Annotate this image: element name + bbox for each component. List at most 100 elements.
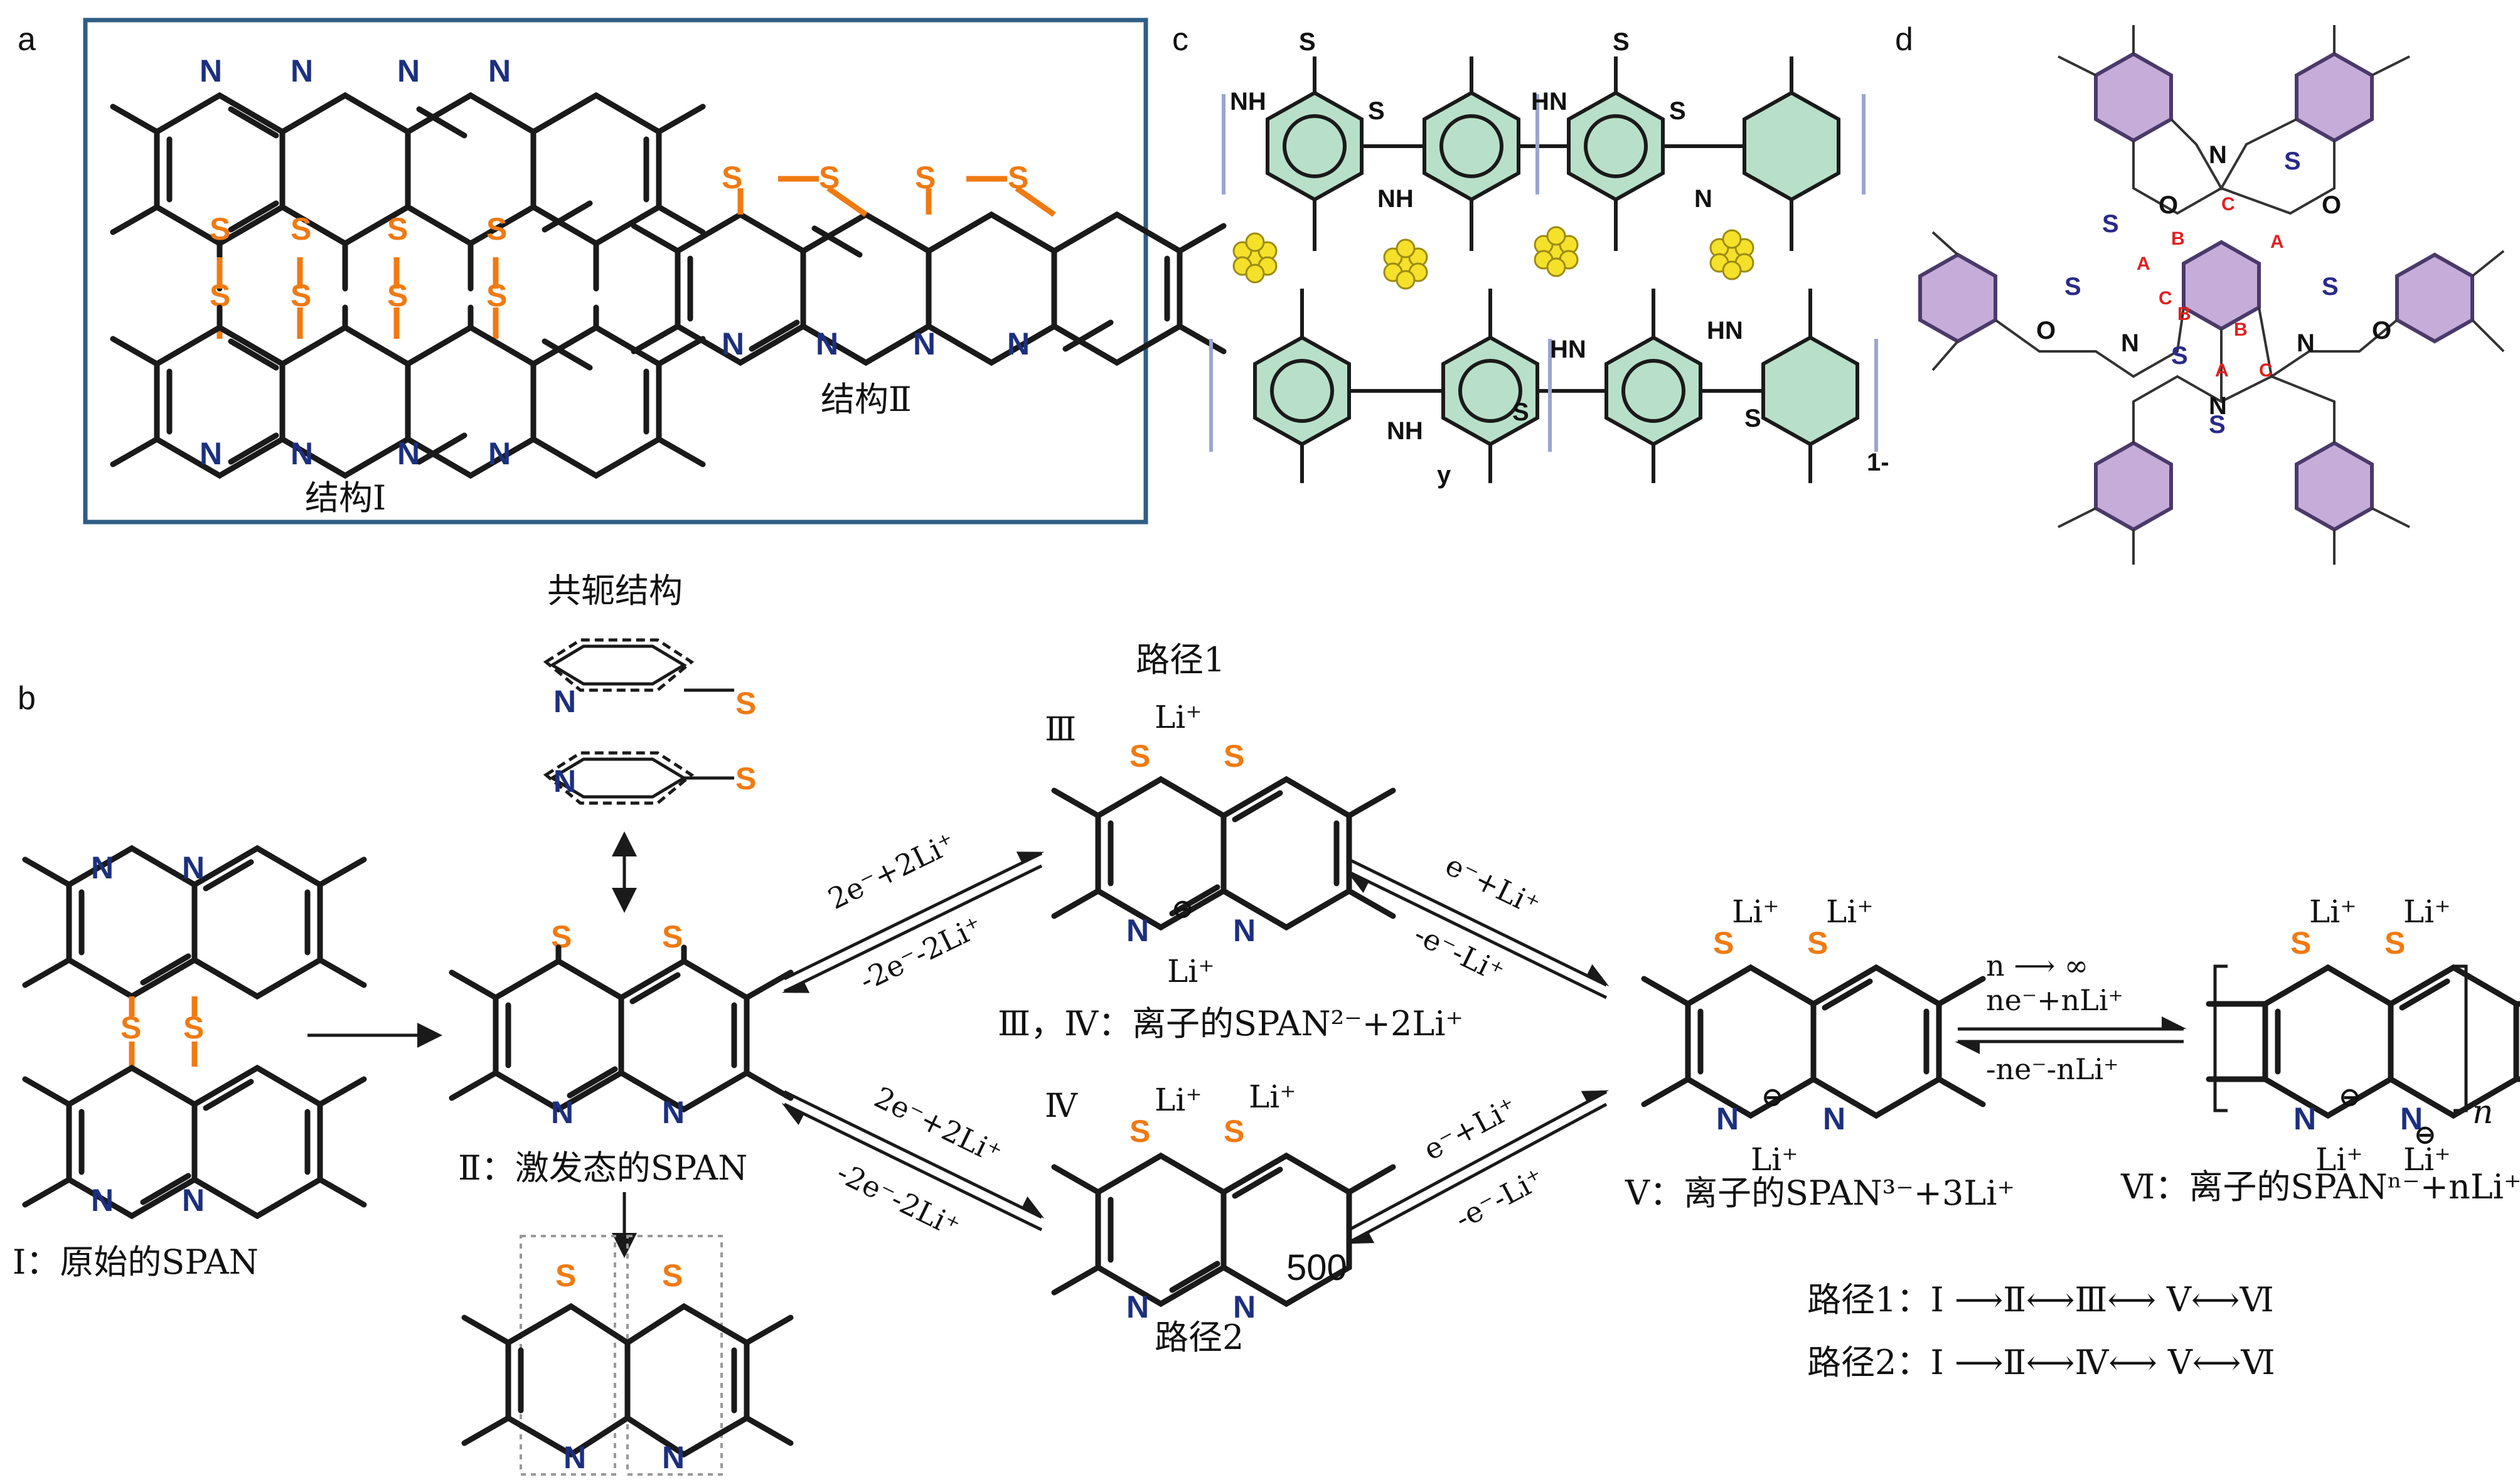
atom-O: O bbox=[2036, 317, 2056, 344]
panel-d: d N O O N N N O O S S S S S S A bbox=[1895, 21, 2505, 565]
ring-label-C: C bbox=[2259, 360, 2273, 381]
atom-S: S bbox=[1129, 738, 1150, 774]
negative-charge: ⊖ bbox=[2415, 1121, 2436, 1149]
atom-S: S bbox=[555, 1258, 576, 1293]
reaction-label: ne⁻+nLi⁺ bbox=[1986, 983, 2123, 1017]
caption-III-IV: Ⅲ，Ⅳ：离子的SPAN²⁻+2Li⁺ bbox=[998, 1004, 1463, 1043]
atom-S: S bbox=[2102, 210, 2119, 238]
li-label: Li⁺ bbox=[1155, 699, 1202, 735]
resonance-form: S S N N bbox=[461, 1235, 794, 1476]
atom-S: S bbox=[1613, 28, 1630, 56]
li-label: Li⁺ bbox=[2403, 1141, 2451, 1178]
conjugated-title: 共轭结构 bbox=[547, 571, 683, 610]
li-label: Li⁺ bbox=[2315, 1141, 2363, 1178]
reaction-label: e⁻+Li⁺ bbox=[1418, 1090, 1522, 1167]
structure-I: N N N N S S S S S S S S N N bbox=[110, 53, 706, 518]
reaction-label: -e⁻-Li⁺ bbox=[1450, 1161, 1550, 1236]
green-ring bbox=[1604, 335, 1702, 447]
atom-NH: NH bbox=[1387, 417, 1423, 445]
atom-N: N bbox=[662, 1440, 685, 1475]
li-label: Li⁺ bbox=[1155, 1082, 1202, 1118]
reaction-label: -ne⁻-nLi⁺ bbox=[1986, 1052, 2118, 1086]
atom-N: N bbox=[200, 53, 222, 88]
stray-number: 500 bbox=[1286, 1247, 1347, 1288]
panel-a: a N N N N S S S S S S S bbox=[18, 18, 1227, 525]
li-label: Li⁺ bbox=[1751, 1141, 1798, 1178]
atom-N: N bbox=[553, 764, 576, 799]
route-1: 路径1：Ⅰ ⟶Ⅱ⟷Ⅲ⟷ Ⅴ⟷Ⅵ bbox=[1807, 1280, 2274, 1319]
atom-N: N bbox=[2121, 329, 2139, 357]
repeat-y: y bbox=[1437, 461, 1451, 489]
atom-N: N bbox=[2400, 1101, 2423, 1136]
panel-b: b N N S S N N Ⅰ：原始的SPAN 共轭结构 bbox=[13, 571, 2520, 1476]
atom-S: S bbox=[2171, 342, 2188, 370]
sulfur-cluster bbox=[1709, 229, 1754, 280]
species-V: Li⁺ Li⁺ S S N N ⊖ Li⁺ Ⅴ：离子的SPAN³⁻+3Li⁺ bbox=[1625, 893, 2015, 1213]
negative-charge: ⊖ bbox=[2339, 1084, 2361, 1111]
atom-N: N bbox=[551, 1095, 574, 1130]
atom-S: S bbox=[1807, 925, 1828, 961]
atom-NH: NH bbox=[1377, 185, 1414, 213]
ring-label-A: A bbox=[2137, 253, 2150, 274]
atom-S: S bbox=[2384, 925, 2405, 961]
purple-ring bbox=[1918, 252, 1997, 344]
atom-N: N bbox=[291, 436, 313, 471]
atom-N: N bbox=[2209, 392, 2227, 420]
atom-S: S bbox=[183, 1010, 204, 1045]
ring-label-B: B bbox=[2171, 228, 2185, 249]
ring-label-A: A bbox=[2215, 360, 2229, 381]
atom-S: S bbox=[1129, 1114, 1150, 1149]
atom-S: S bbox=[1224, 1114, 1244, 1149]
atom-S: S bbox=[722, 160, 742, 195]
atom-N: N bbox=[91, 850, 114, 885]
atom-S: S bbox=[735, 686, 756, 721]
path2-title: 路径2 bbox=[1155, 1318, 1244, 1357]
atom-N: N bbox=[816, 326, 838, 361]
atom-N: N bbox=[397, 436, 420, 471]
atom-N: N bbox=[488, 436, 511, 471]
atom-S: S bbox=[120, 1010, 141, 1045]
purple-ring bbox=[2295, 440, 2374, 532]
atom-S: S bbox=[662, 919, 683, 954]
li-label: Li⁺ bbox=[2403, 893, 2451, 930]
conjugated-structure bbox=[543, 638, 734, 805]
panel-label-d: d bbox=[1895, 21, 1913, 58]
atom-N: N bbox=[1694, 185, 1712, 213]
caption-VI: Ⅵ：离子的SPANⁿ⁻+nLi⁺ bbox=[2120, 1167, 2520, 1207]
atom-S: S bbox=[387, 278, 408, 313]
atom-N: N bbox=[397, 53, 420, 88]
atom-HN: HN bbox=[1550, 336, 1586, 363]
green-ring bbox=[1567, 90, 1665, 202]
atom-S: S bbox=[486, 278, 507, 313]
atom-N: N bbox=[2297, 329, 2315, 357]
purple-ring bbox=[2182, 240, 2261, 331]
atom-N: N bbox=[91, 1183, 114, 1218]
atom-S: S bbox=[1744, 405, 1761, 432]
green-ring bbox=[1266, 90, 1364, 202]
atom-N: N bbox=[1716, 1101, 1739, 1136]
atom-S: S bbox=[551, 919, 572, 954]
atom-S: S bbox=[486, 211, 507, 247]
atom-S: S bbox=[1669, 97, 1686, 125]
atom-HN: HN bbox=[1707, 317, 1743, 344]
roman-III: Ⅲ bbox=[1045, 711, 1076, 749]
structure-II: S S S S N N N N 结构Ⅱ bbox=[631, 160, 1227, 419]
atom-S: S bbox=[1368, 97, 1385, 125]
atom-S: S bbox=[2322, 273, 2339, 301]
atom-N: N bbox=[662, 1095, 685, 1130]
panel-a-frame bbox=[83, 18, 1148, 525]
panel-label-a: a bbox=[18, 21, 36, 58]
caption-V: Ⅴ：离子的SPAN³⁻+3Li⁺ bbox=[1625, 1173, 2015, 1213]
sulfur-cluster bbox=[1383, 238, 1428, 290]
atom-N: N bbox=[1126, 1289, 1149, 1325]
atom-N: N bbox=[2209, 141, 2227, 169]
li-label: Li⁺ bbox=[1826, 893, 1874, 930]
atom-N: N bbox=[200, 436, 222, 471]
reaction-label: -e⁻-Li⁺ bbox=[1409, 917, 1509, 989]
li-label: Li⁺ bbox=[1167, 953, 1215, 989]
atom-S: S bbox=[1299, 28, 1316, 56]
species-III: 路径1 Ⅲ Li⁺ S S N N ⊖ Li⁺ Ⅲ，Ⅳ：离子的SPAN²⁻+2L… bbox=[998, 640, 1463, 1043]
li-label: Li⁺ bbox=[1732, 893, 1780, 930]
structure-II-caption: 结构Ⅱ bbox=[821, 380, 912, 419]
